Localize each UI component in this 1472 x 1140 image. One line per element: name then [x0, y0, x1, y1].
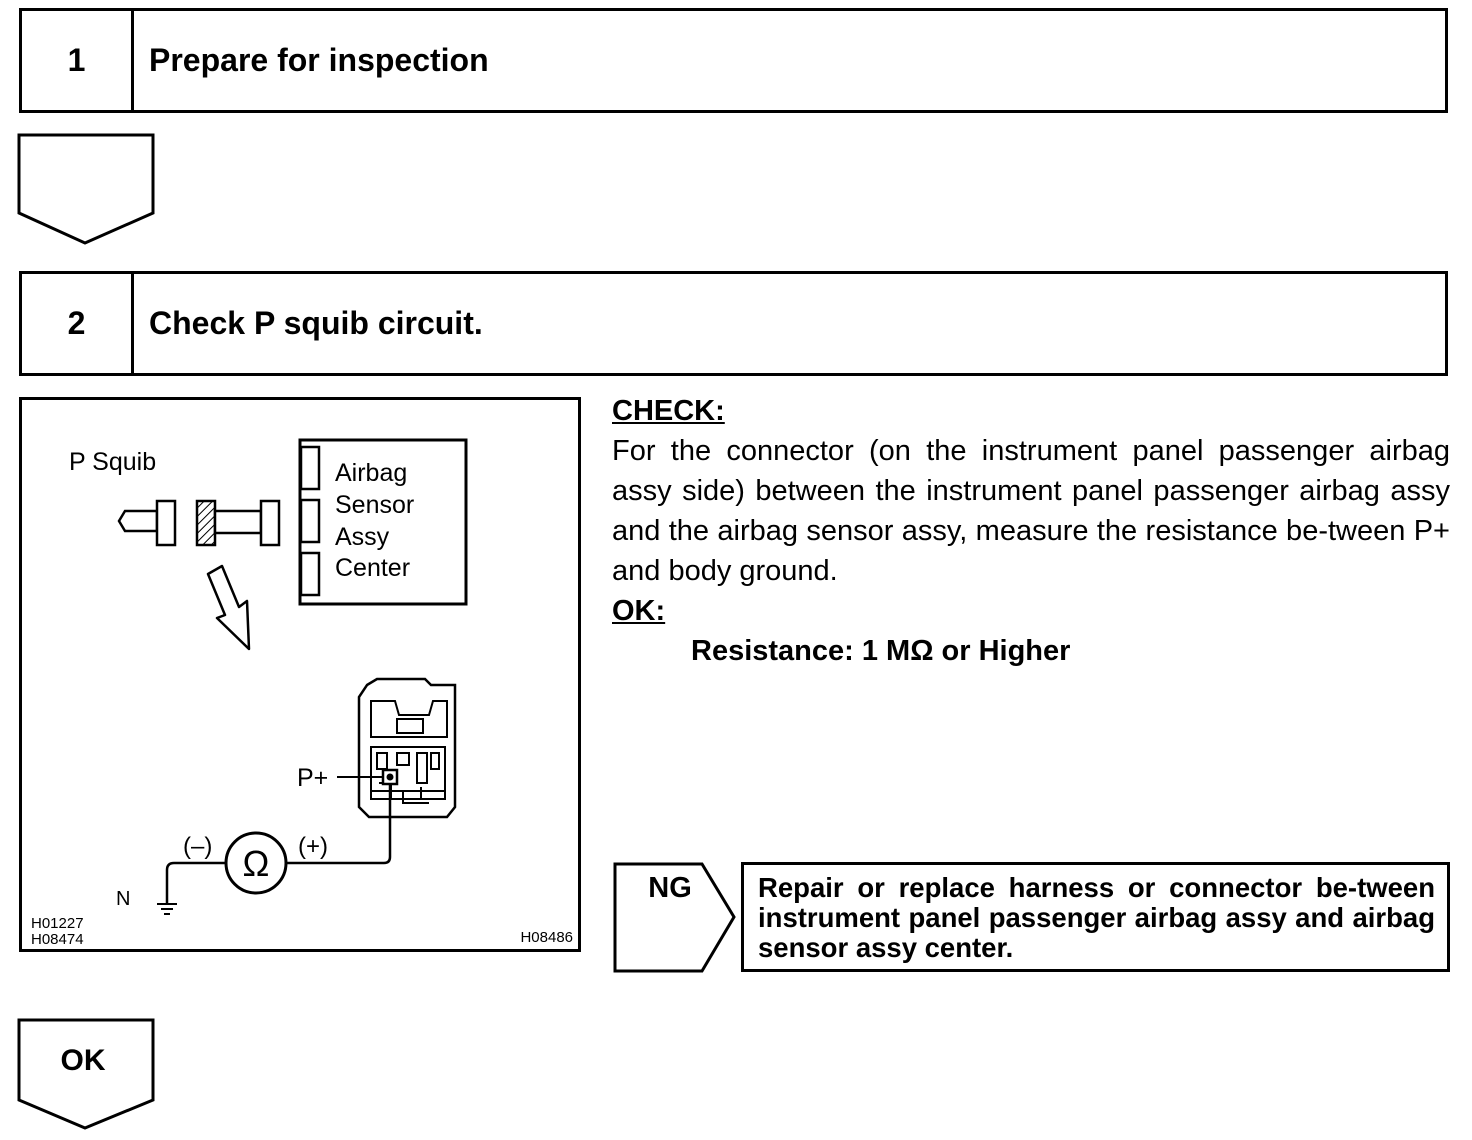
sensor-label-line-3: Assy: [335, 523, 390, 551]
step-1-title: Prepare for inspection: [149, 42, 489, 78]
ref-code-2: H08474: [31, 931, 84, 948]
ground-icon: [157, 903, 177, 915]
ground-label: N: [116, 888, 130, 910]
ng-label: NG: [648, 872, 692, 904]
connector-face: [357, 677, 457, 819]
terminal-label: P+: [297, 764, 328, 792]
step-2-number: 2: [22, 274, 134, 373]
ng-action-box: Repair or replace harness or connector b…: [741, 862, 1450, 972]
step-2-title: Check P squib circuit.: [149, 305, 483, 341]
step-2-header: 2 Check P squib circuit.: [19, 271, 1448, 376]
ref-code-right: H08486: [520, 929, 573, 946]
check-section: CHECK: For the connector (on the instrum…: [612, 391, 1450, 671]
minus-label: (–): [183, 833, 212, 860]
p-squib-label: P Squib: [69, 448, 156, 476]
ref-code-1: H01227: [31, 915, 84, 932]
ohmmeter-icon: [224, 831, 288, 895]
plus-label: (+): [298, 833, 328, 860]
check-instructions: For the connector (on the instrument pan…: [612, 435, 1450, 587]
flow-arrow-1: [17, 133, 155, 245]
squib-connector: [117, 499, 281, 547]
ok-heading: OK:: [612, 595, 666, 627]
ohm-symbol: Ω: [243, 843, 270, 884]
ok-label: OK: [61, 1044, 106, 1077]
airbag-sensor-box: Airbag Sensor Assy Center: [298, 438, 468, 606]
resistance-spec: Resistance: 1 MΩ or Higher: [691, 635, 1071, 667]
step-1-number: 1: [22, 11, 134, 110]
sensor-label-line-1: Airbag: [335, 459, 407, 487]
ok-arrow: OK: [17, 1018, 155, 1130]
check-heading: CHECK:: [612, 395, 725, 427]
step-1-header: 1 Prepare for inspection: [19, 8, 1448, 113]
circuit-diagram: P Squib Airbag Sensor Assy Center P+ Ω: [19, 397, 581, 952]
sensor-label-line-4: Center: [335, 554, 410, 582]
sensor-label-line-2: Sensor: [335, 491, 414, 519]
ng-arrow: NG: [613, 862, 736, 973]
direction-arrow-icon: [206, 564, 251, 651]
